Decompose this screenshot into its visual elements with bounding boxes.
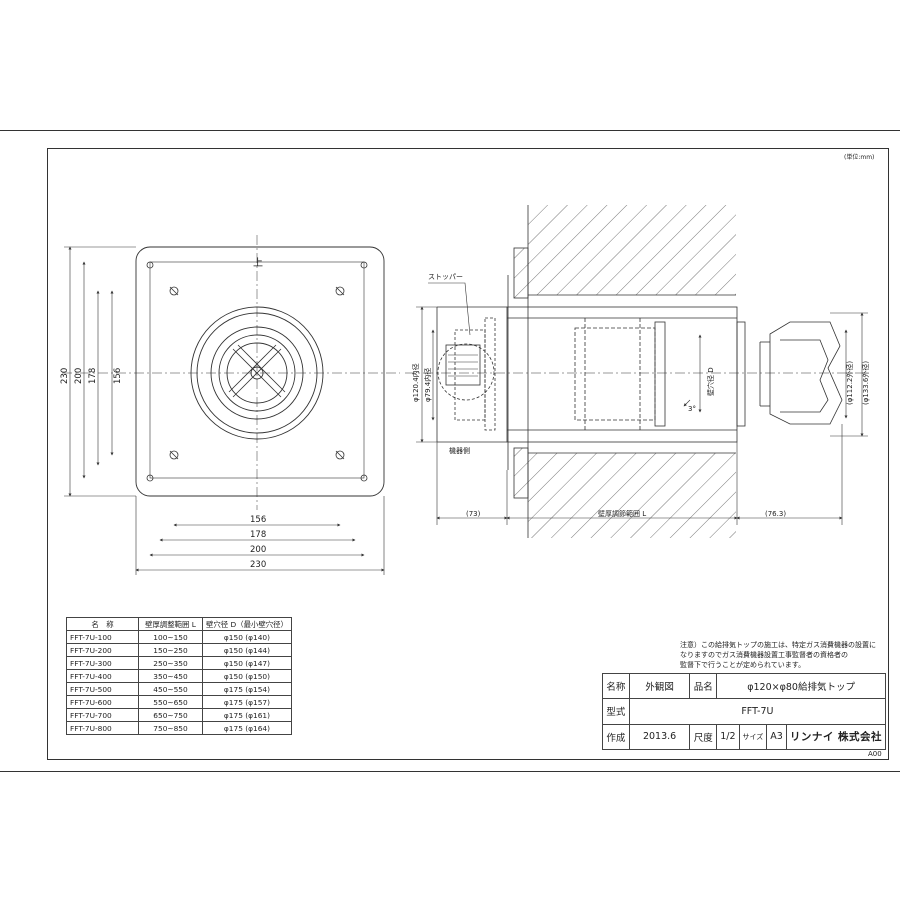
duct-body	[506, 306, 746, 443]
scale-value: 1/2	[716, 723, 740, 751]
model-value: FFT-7U	[628, 698, 887, 725]
model-name-cell: FFT-7U-200	[66, 643, 139, 657]
installation-notes: 注意）この給排気トップの施工は、特定ガス消費機器の設置に なりますのでガス消費機…	[680, 640, 886, 670]
front-vertical-dims	[64, 246, 136, 497]
flange-lower	[513, 447, 529, 499]
outer-diameter-2: (φ133.6外径)	[861, 361, 870, 405]
inner-diameter-2: φ79.4内径	[423, 368, 432, 402]
hole-diameter-cell: φ150 (φ147)	[202, 656, 292, 670]
inner-pipe	[436, 306, 507, 443]
note-line-1: 注意）この給排気トップの施工は、特定ガス消費機器の設置に	[680, 641, 876, 649]
front-dim-v-0: 230	[60, 368, 70, 384]
wall-range-cell: 350~450	[138, 669, 203, 683]
stopper-detail-circle	[437, 343, 495, 401]
created-key: 作成	[602, 723, 630, 751]
front-dim-h-0: 156	[250, 515, 266, 525]
front-dim-h-3: 230	[250, 560, 266, 570]
equipment-side-label: 機器側	[449, 446, 470, 455]
front-horizontal-dims	[135, 496, 385, 575]
drawing-sheet	[0, 130, 900, 772]
note-line-2: なりますのでガス消費機器設置工事監督者の資格者の	[680, 651, 848, 659]
model-name-cell: FFT-7U-300	[66, 656, 139, 670]
model-name-cell: FFT-7U-500	[66, 682, 139, 696]
name-key: 名称	[602, 672, 630, 700]
terminal-hood	[759, 321, 843, 425]
wall-lower	[528, 453, 736, 538]
note-line-3: 監督下で行うことが定められています。	[680, 661, 806, 669]
unit-note: (単位:mm)	[844, 154, 875, 161]
model-name-cell: FFT-7U-800	[66, 721, 139, 735]
hole-diameter-cell: φ150 (φ150)	[202, 669, 292, 683]
front-view	[62, 235, 400, 575]
wall-range-cell: 650~750	[138, 708, 203, 722]
model-name-cell: FFT-7U-100	[66, 630, 139, 644]
hole-diameter-cell: φ175 (φ164)	[202, 721, 292, 735]
front-dim-v-2: 178	[88, 368, 98, 384]
front-dim-h-2: 200	[250, 545, 266, 555]
name-value: 外観図	[628, 672, 691, 700]
brand-name: リンナイ 株式会社	[785, 723, 887, 751]
header-wall-range: 壁厚調整範囲 L	[138, 617, 203, 631]
model-name-cell: FFT-7U-400	[66, 669, 139, 683]
top-mark: 上	[253, 257, 263, 269]
model-name-cell: FFT-7U-700	[66, 708, 139, 722]
dim-left: (73)	[466, 510, 481, 518]
model-table-header: 名 称 壁厚調整範囲 L 壁穴径 D（最小壁穴径）	[66, 617, 292, 631]
hole-diameter-cell: φ175 (φ157)	[202, 695, 292, 709]
product-key: 品名	[689, 672, 718, 700]
doc-code: A00	[868, 750, 882, 758]
hole-label: 壁穴径 D	[706, 367, 715, 396]
inner-diameter-1: φ120.4内径	[411, 363, 420, 402]
size-key: サイズ	[738, 723, 768, 751]
front-dim-h-1: 178	[250, 530, 266, 540]
hole-diameter-cell: φ150 (φ140)	[202, 630, 292, 644]
flange-upper	[513, 247, 529, 299]
wall-range-cell: 100~150	[138, 630, 203, 644]
front-center-lines	[62, 235, 400, 510]
product-value: φ120×φ80給排気トップ	[716, 672, 886, 700]
outer-plate	[135, 246, 385, 497]
created-value: 2013.6	[628, 723, 691, 751]
title-block: 名称 外観図 品名 φ120×φ80給排気トップ 型式 FFT-7U 作成 20…	[602, 672, 887, 751]
wall-range-cell: 550~650	[138, 695, 203, 709]
hole-diameter-cell: φ175 (φ161)	[202, 708, 292, 722]
drawing-frame	[47, 148, 889, 760]
stopper-body	[445, 344, 481, 386]
front-dim-v-3: 156	[113, 368, 123, 384]
dim-adjust: 壁厚調節範囲 L	[598, 509, 646, 518]
stopper-label: ストッパー	[428, 273, 463, 281]
header-name: 名 称	[66, 617, 139, 631]
model-key: 型式	[602, 698, 630, 725]
size-value: A3	[766, 723, 787, 751]
hole-diameter-cell: φ150 (φ144)	[202, 643, 292, 657]
header-hole-diameter: 壁穴径 D（最小壁穴径）	[202, 617, 292, 631]
model-name-cell: FFT-7U-600	[66, 695, 139, 709]
hole-diameter-cell: φ175 (φ154)	[202, 682, 292, 696]
scale-key: 尺度	[689, 723, 718, 751]
wall-range-cell: 750~850	[138, 721, 203, 735]
wall-upper	[528, 205, 736, 295]
wall-range-cell: 450~550	[138, 682, 203, 696]
angle-label: 3°	[688, 405, 696, 413]
mounting-holes	[146, 261, 368, 482]
front-dim-v-1: 200	[74, 368, 84, 384]
wall-range-cell: 250~350	[138, 656, 203, 670]
outer-diameter-1: (φ112.2外径)	[845, 361, 854, 405]
side-view	[405, 205, 868, 538]
wall-range-cell: 150~250	[138, 643, 203, 657]
dim-right: (76.3)	[765, 510, 786, 518]
